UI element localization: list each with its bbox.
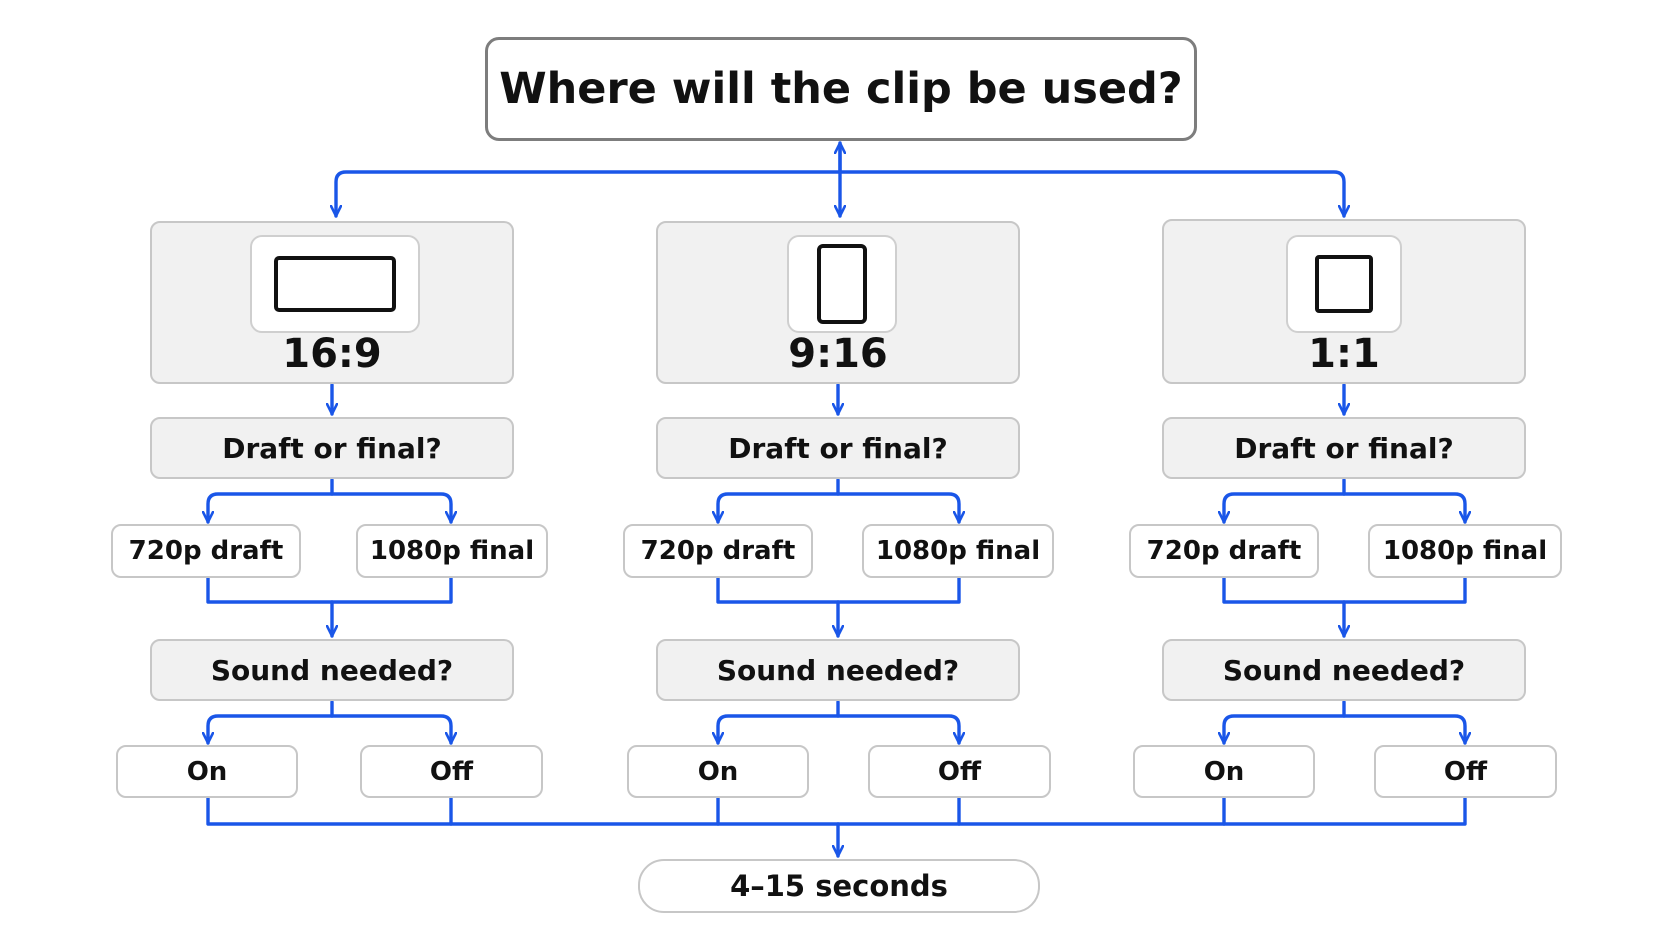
landscape-rectangle-icon — [274, 256, 396, 312]
icon-tile — [1286, 235, 1402, 333]
option-sound-off: Off — [360, 745, 543, 798]
option-sound-on: On — [116, 745, 298, 798]
option-720p-draft: 720p draft — [623, 524, 813, 578]
ratio-label: 1:1 — [1308, 331, 1380, 377]
icon-tile — [787, 235, 897, 333]
option-1080p-final: 1080p final — [356, 524, 548, 578]
option-720p-draft: 720p draft — [111, 524, 301, 578]
square-icon — [1315, 255, 1373, 313]
option-1080p-final: 1080p final — [862, 524, 1054, 578]
option-sound-off: Off — [868, 745, 1051, 798]
sound-question: Sound needed? — [1162, 639, 1526, 701]
option-sound-on: On — [627, 745, 809, 798]
ratio-card-9-16: 9:16 — [656, 221, 1020, 384]
option-720p-draft: 720p draft — [1129, 524, 1319, 578]
sound-question: Sound needed? — [150, 639, 514, 701]
result-duration: 4–15 seconds — [638, 859, 1040, 913]
quality-question: Draft or final? — [656, 417, 1020, 479]
ratio-label: 9:16 — [788, 331, 888, 377]
ratio-card-1-1: 1:1 — [1162, 219, 1526, 384]
icon-tile — [250, 235, 420, 333]
option-sound-on: On — [1133, 745, 1315, 798]
option-1080p-final: 1080p final — [1368, 524, 1562, 578]
sound-question: Sound needed? — [656, 639, 1020, 701]
quality-question: Draft or final? — [150, 417, 514, 479]
portrait-rectangle-icon — [817, 244, 867, 324]
root-question: Where will the clip be used? — [485, 37, 1197, 141]
quality-question: Draft or final? — [1162, 417, 1526, 479]
option-sound-off: Off — [1374, 745, 1557, 798]
ratio-label: 16:9 — [282, 331, 382, 377]
ratio-card-16-9: 16:9 — [150, 221, 514, 384]
